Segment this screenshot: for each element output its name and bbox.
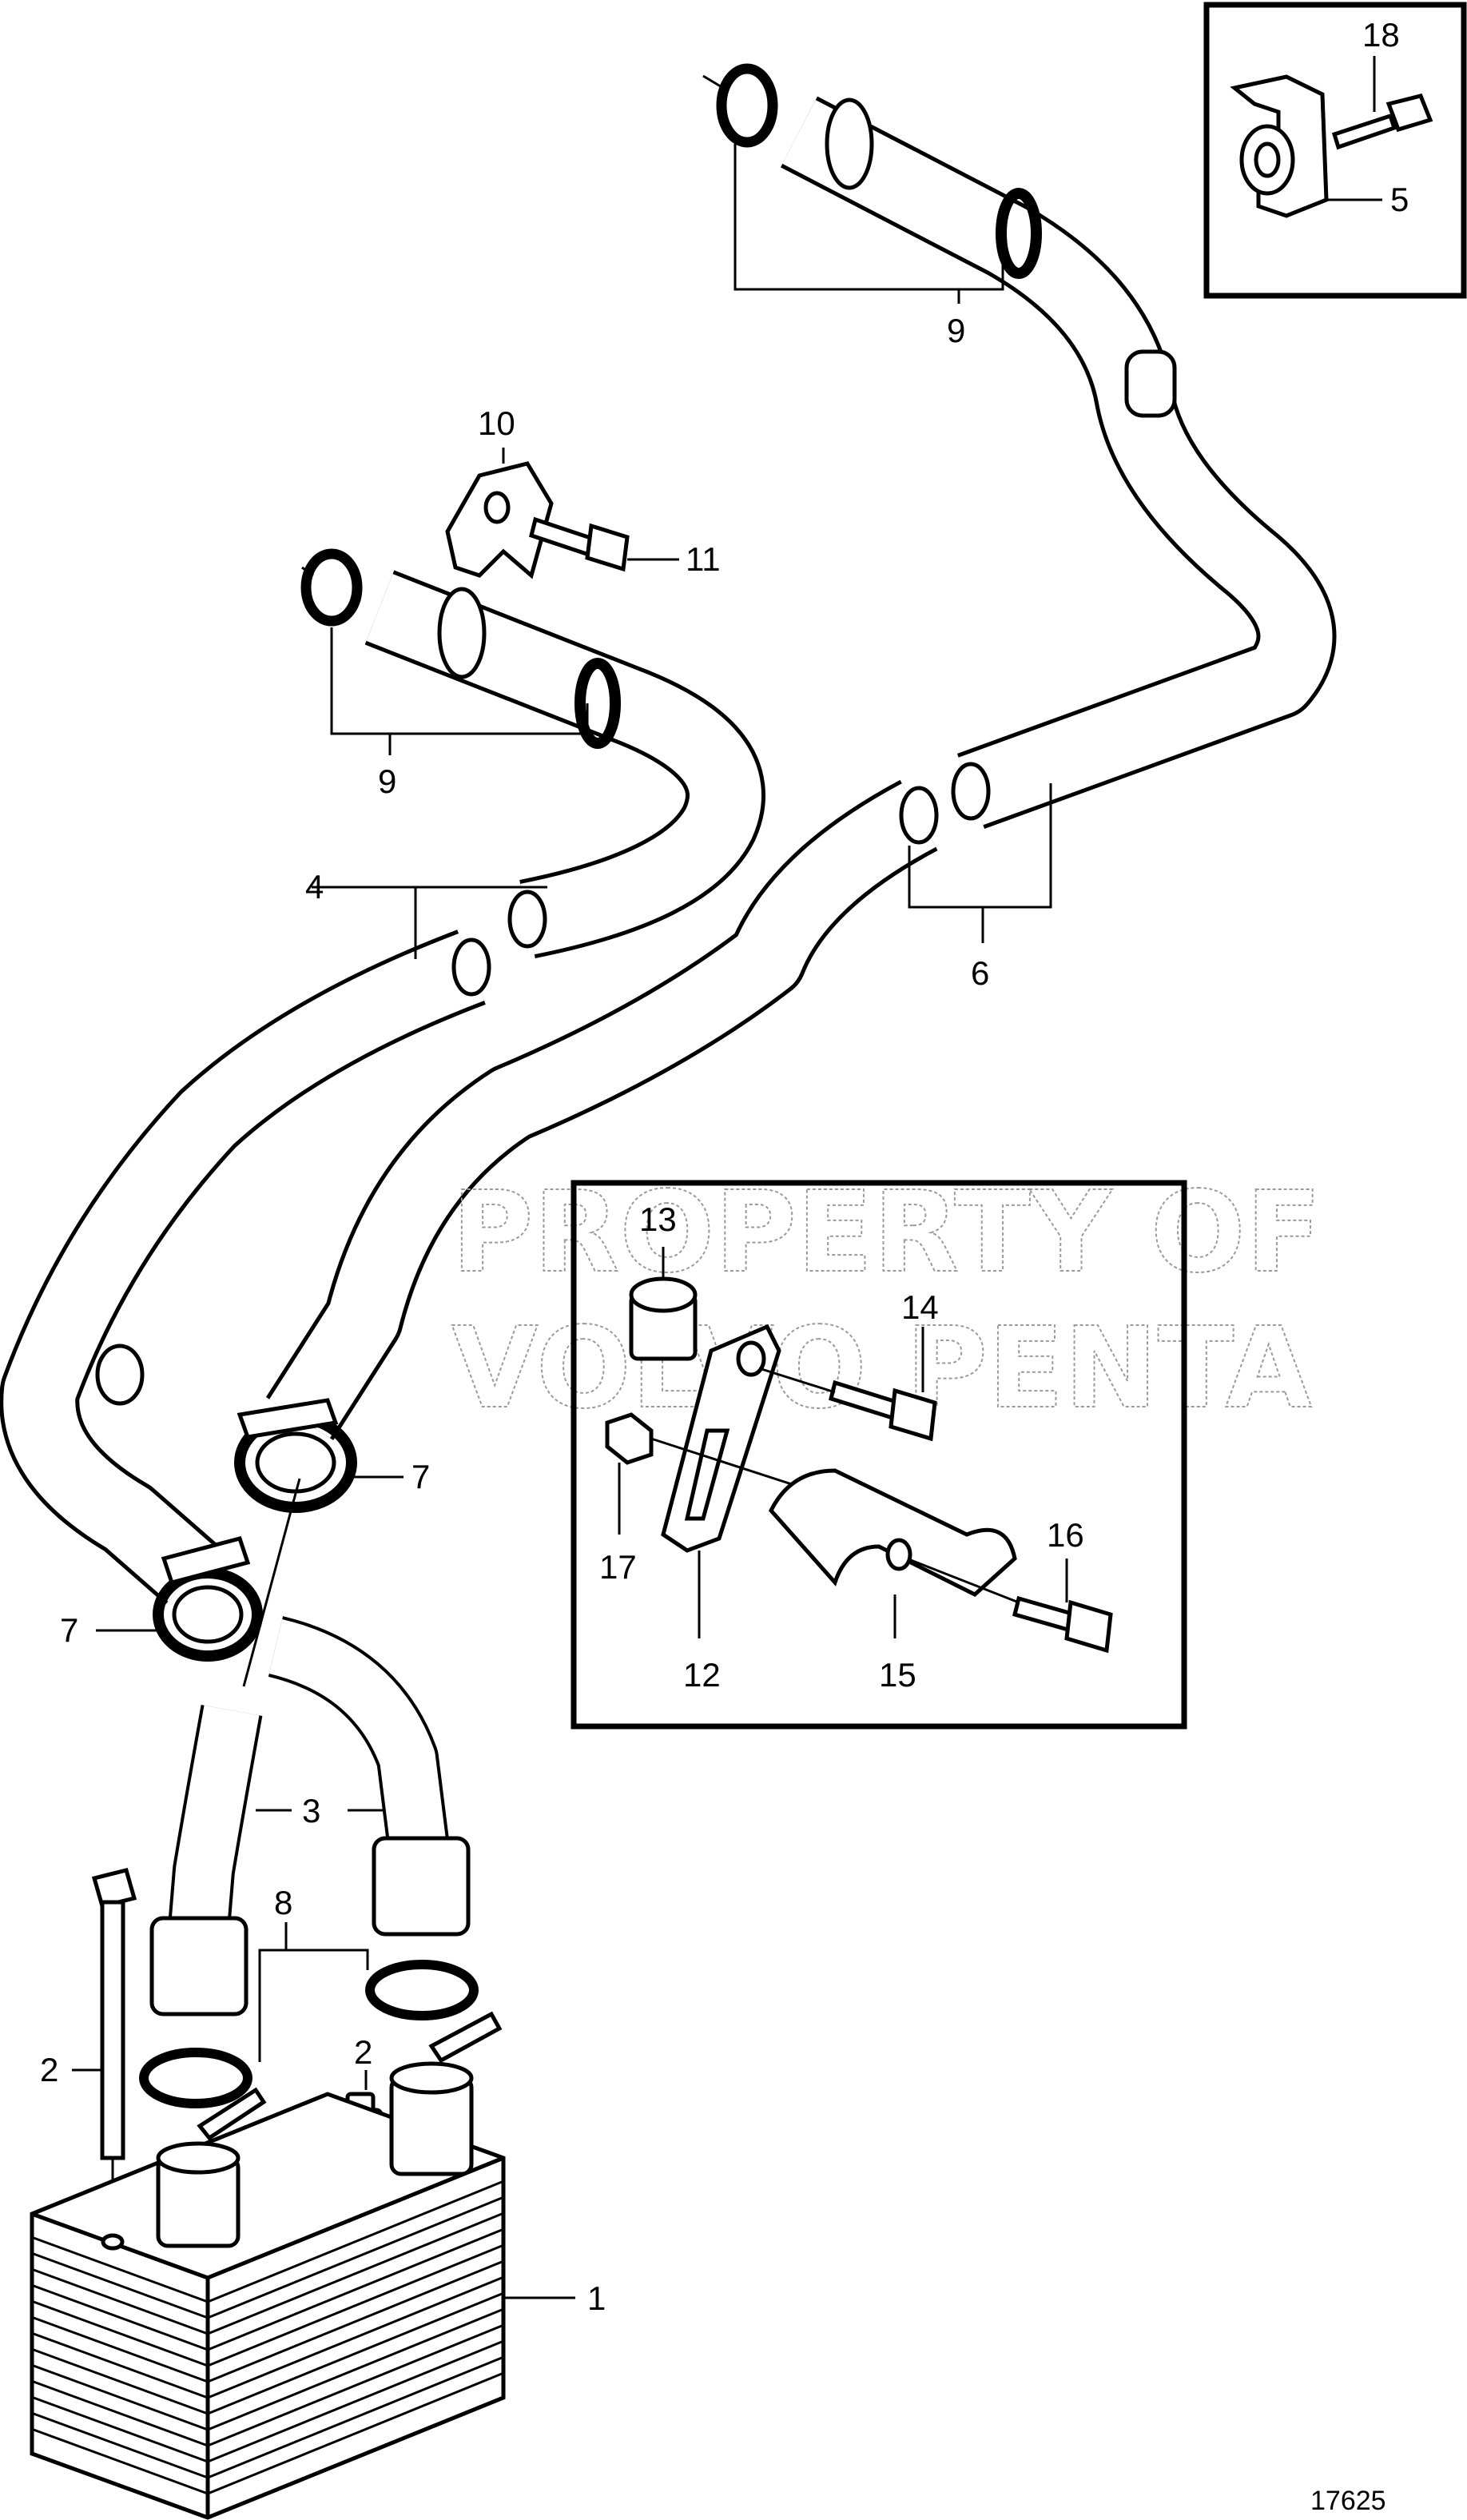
- figure-number: 17625: [1310, 2486, 1386, 2516]
- callout-12: 12: [683, 1656, 721, 1694]
- hose-clamp-8: [139, 1960, 503, 2141]
- hose-3: [149, 1616, 471, 2016]
- bracket-10: [445, 461, 554, 579]
- callout-2-left: 2: [40, 2051, 58, 2088]
- callout-14: 14: [901, 1288, 939, 1326]
- callout-8: 8: [274, 1884, 292, 1921]
- callout-7-upper: 7: [411, 1458, 430, 1495]
- pipe-4: [0, 570, 765, 1605]
- callout-17: 17: [599, 1548, 637, 1586]
- clamp-15: [769, 1468, 1017, 1597]
- callout-4: 4: [305, 868, 324, 906]
- hose-clamp-7-upper: [234, 1398, 357, 1513]
- bracket-12: [661, 1324, 781, 1553]
- watermark: PROPERTY OF VOLVO PENTA: [451, 1167, 1322, 1435]
- callout-18: 18: [1362, 16, 1400, 54]
- callout-3: 3: [302, 1792, 320, 1829]
- callout-13: 13: [639, 1200, 677, 1238]
- pipe-6: [265, 96, 1337, 1440]
- callout-2-right: 2: [354, 2033, 372, 2071]
- bolt-18: [1331, 94, 1433, 150]
- o-ring-9-top: [702, 63, 778, 148]
- o-ring-9-mid: [300, 548, 363, 627]
- callout-16: 16: [1047, 1516, 1084, 1554]
- long-bolt-2: [91, 1867, 137, 2160]
- callout-9-mid: 9: [378, 762, 396, 800]
- callout-9-top: 9: [947, 312, 965, 349]
- inset-clip-nut: 18 5: [1203, 2, 1467, 299]
- cooler-fins: [33, 2180, 503, 2495]
- inset-bracket-assembly: 13 12 14 17 15 16: [570, 1180, 1187, 1730]
- bolt-16: [1012, 1595, 1113, 1654]
- bolt-14: [829, 1379, 937, 1442]
- callout-6: 6: [971, 954, 989, 992]
- callout-15: 15: [879, 1656, 916, 1694]
- callout-1: 1: [587, 2279, 606, 2317]
- hose-clamp-7-lower: [153, 1535, 263, 1662]
- oil-cooler-1: [30, 2061, 506, 2520]
- svg-text:PROPERTY OF: PROPERTY OF: [451, 1168, 1322, 1298]
- nut-17: [605, 1412, 654, 1465]
- spacer-13: [629, 1276, 698, 1361]
- clip-nut-part: [1230, 74, 1329, 218]
- callout-10: 10: [478, 404, 515, 442]
- callout-5: 5: [1390, 181, 1409, 218]
- bolt-11: [529, 516, 630, 572]
- callout-7-lower: 7: [60, 1611, 78, 1649]
- callout-11: 11: [686, 540, 721, 578]
